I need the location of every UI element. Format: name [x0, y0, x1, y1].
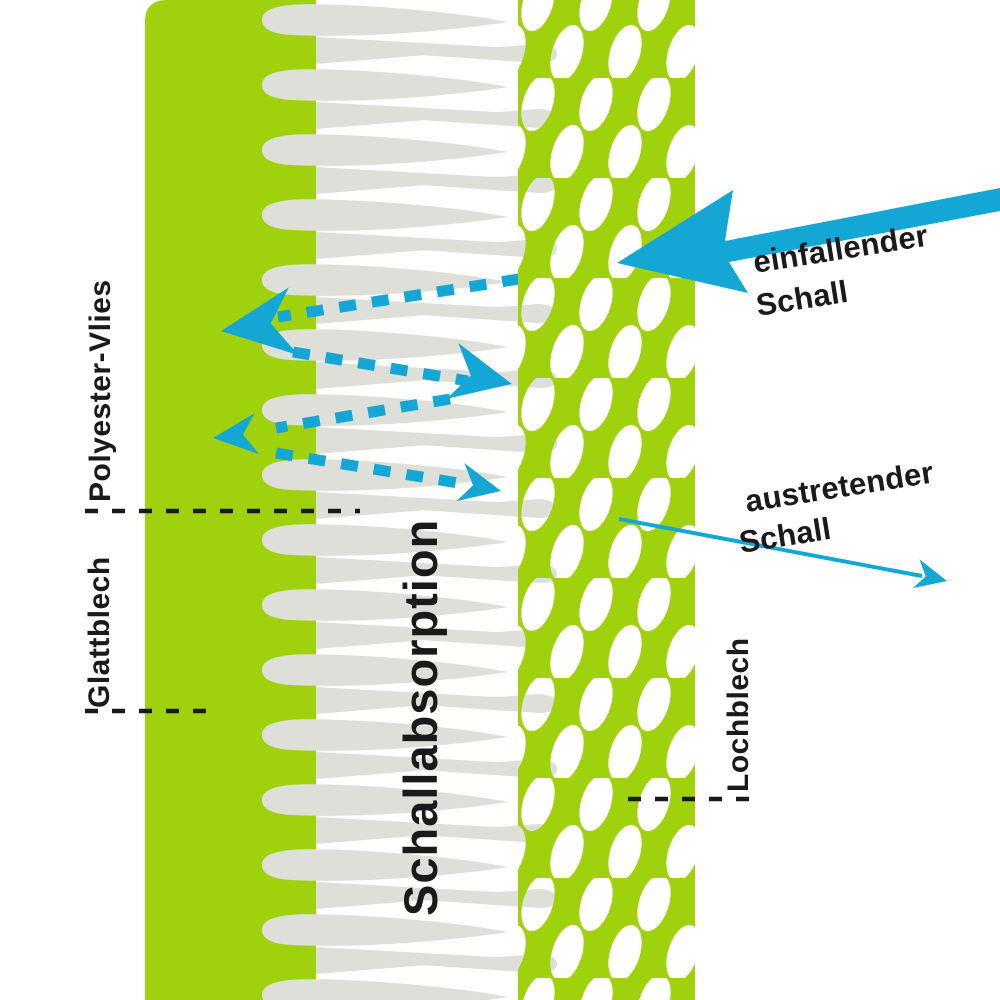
- exiting-sound-arrow-icon: [618, 517, 951, 595]
- incident-sound-arrow-icon: [617, 188, 1000, 293]
- schallabsorption-label: Schallabsorption: [394, 519, 447, 916]
- lochblech-label: Lochblech: [722, 637, 755, 792]
- lochblech-panel: [490, 0, 730, 1000]
- glattblech-label: Glattblech: [83, 556, 116, 708]
- absorbed-sound-path: [210, 273, 520, 509]
- polyester-vlies-label: Polyester-Vlies: [84, 279, 117, 502]
